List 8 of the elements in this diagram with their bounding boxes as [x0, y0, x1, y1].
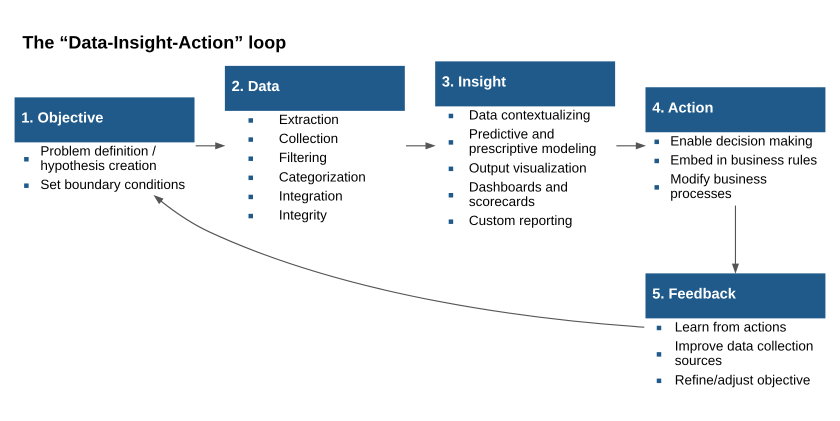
- arrow: [732, 205, 739, 274]
- diagram-title: The “Data-Insight-Action” loop: [22, 32, 286, 52]
- node-label: Set boundary conditions: [40, 176, 186, 192]
- arrow: [406, 142, 436, 149]
- node-label: Custom reporting: [468, 212, 572, 228]
- arrow: [196, 142, 226, 149]
- arrow: [154, 194, 644, 328]
- arrow: [616, 142, 646, 149]
